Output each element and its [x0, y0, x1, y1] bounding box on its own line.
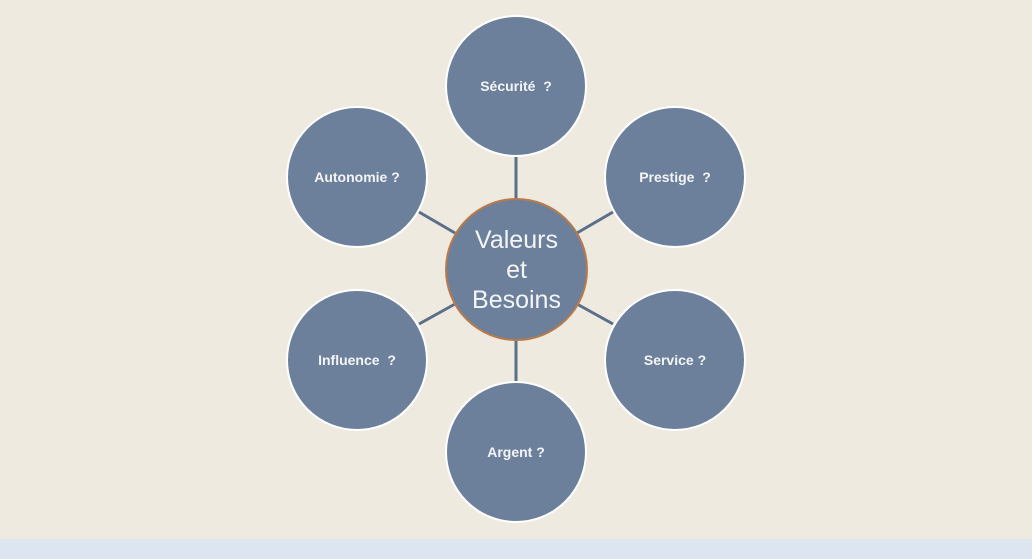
node-service: Service ? — [604, 289, 746, 431]
node-argent: Argent ? — [445, 381, 587, 523]
connector-lines — [418, 157, 614, 382]
connector-prestige — [576, 210, 614, 235]
node-prestige: Prestige ? — [604, 106, 746, 248]
bottom-band — [0, 539, 1032, 559]
node-autonomie: Autonomie ? — [286, 106, 428, 248]
slide: Valeurs et Besoins Sécurité ? Prestige ?… — [286, 15, 746, 523]
center-node-valeurs-besoins: Valeurs et Besoins — [445, 198, 588, 341]
node-influence: Influence ? — [286, 289, 428, 431]
node-securite: Sécurité ? — [445, 15, 587, 157]
connector-influence — [418, 302, 456, 326]
connector-service — [576, 302, 614, 326]
connector-autonomie — [418, 210, 456, 235]
